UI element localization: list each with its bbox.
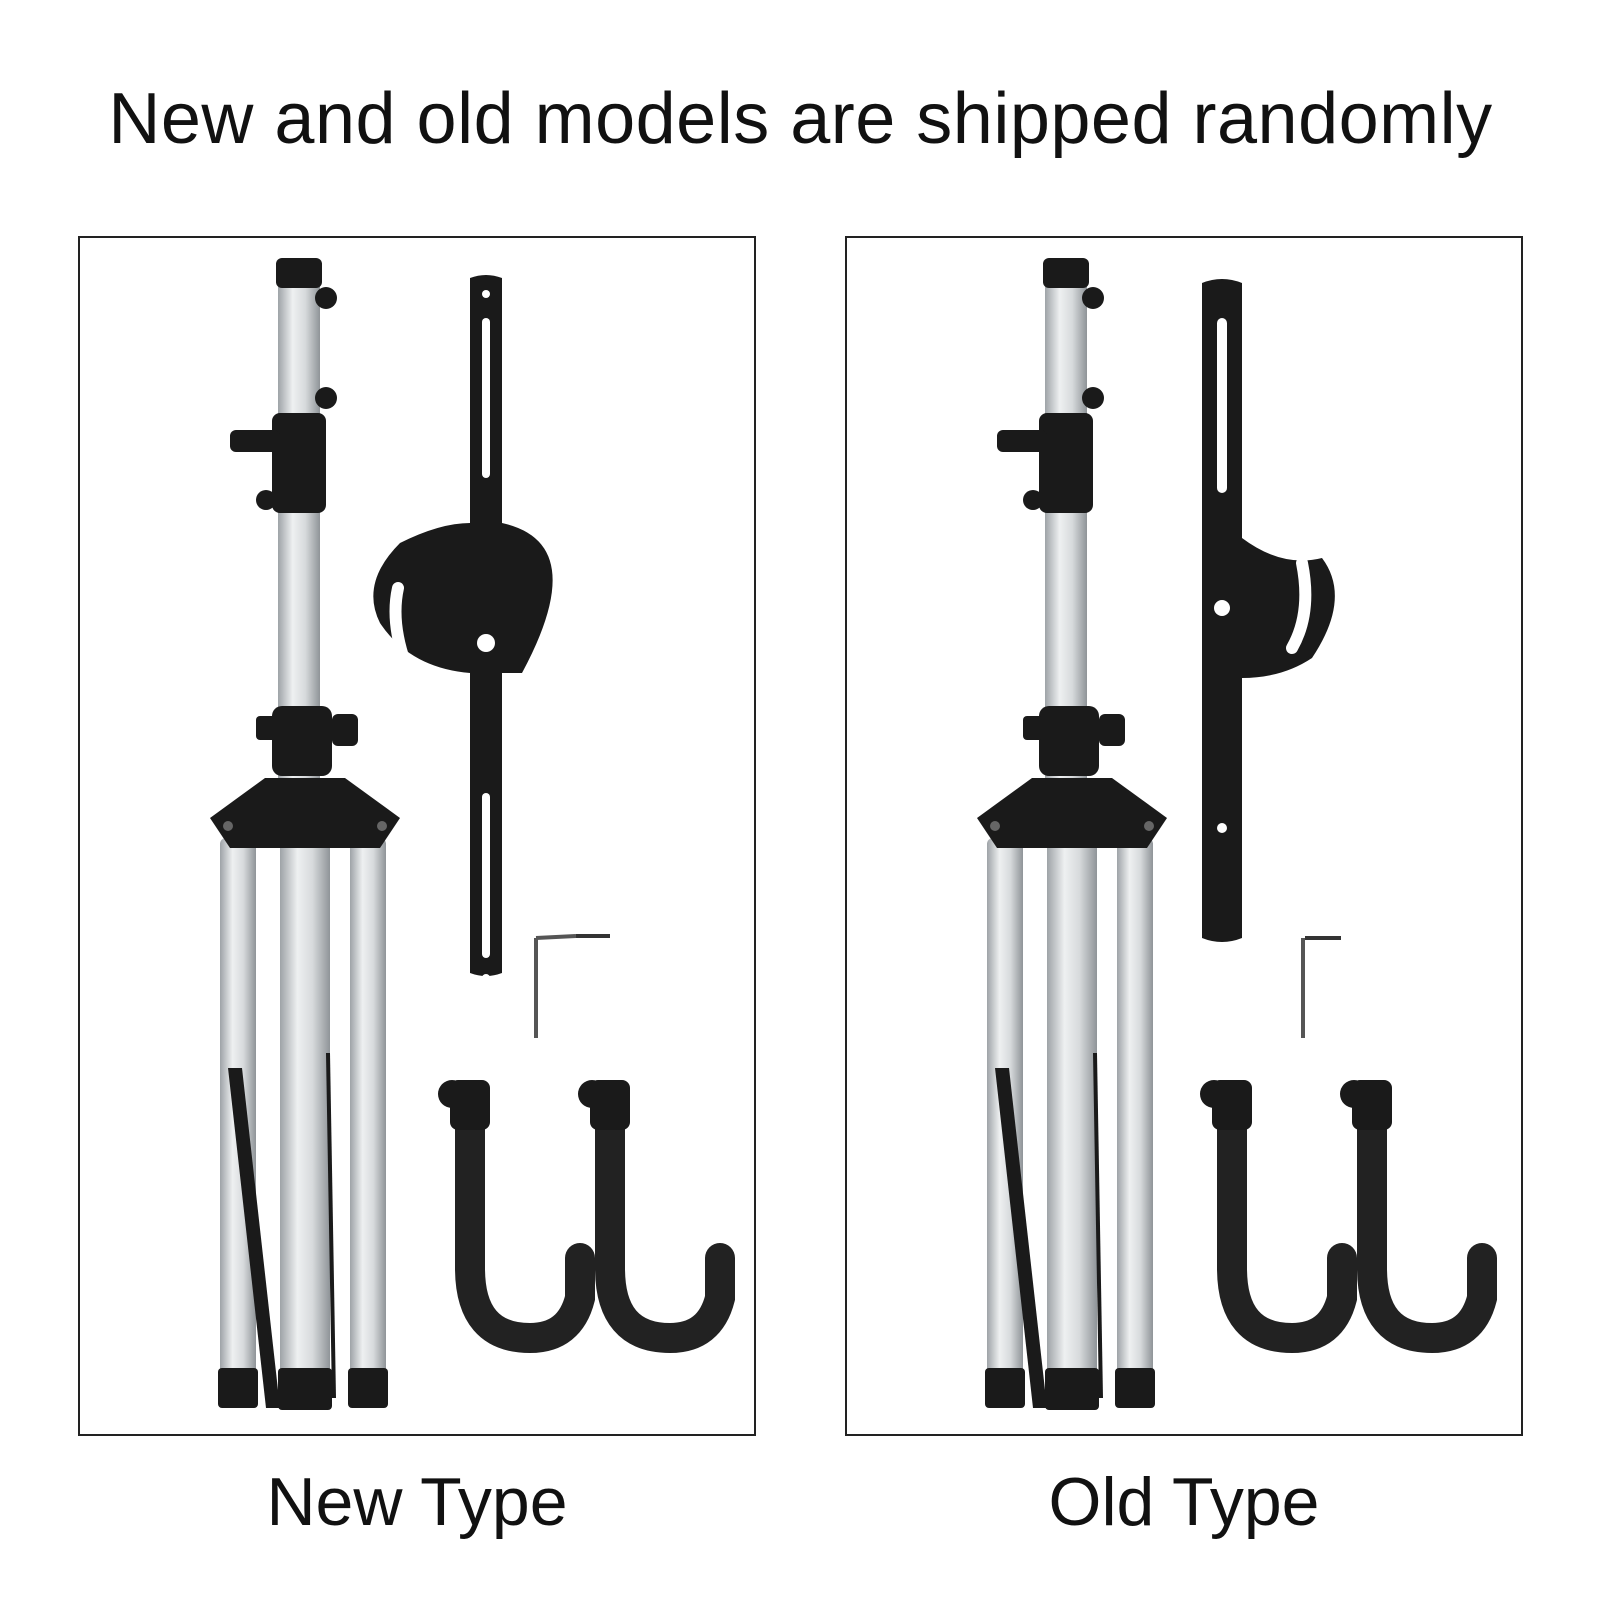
old-type-product-photo <box>977 258 1497 1410</box>
mounting-plate <box>1202 279 1335 942</box>
hex-key <box>1301 936 1341 1038</box>
new-type-panel <box>78 236 756 1436</box>
old-type-panel <box>845 236 1523 1436</box>
new-type-caption: New Type <box>266 1464 568 1540</box>
bike-hooks <box>438 1080 735 1354</box>
new-type-product-photo <box>210 258 735 1410</box>
tripod-stand <box>977 258 1167 1410</box>
hex-key <box>534 934 610 1038</box>
mounting-plate <box>373 275 553 982</box>
tripod-stand <box>210 258 400 1410</box>
page-headline: New and old models are shipped randomly <box>108 79 1493 159</box>
bike-hooks <box>1200 1080 1497 1354</box>
old-type-caption: Old Type <box>1048 1464 1320 1540</box>
